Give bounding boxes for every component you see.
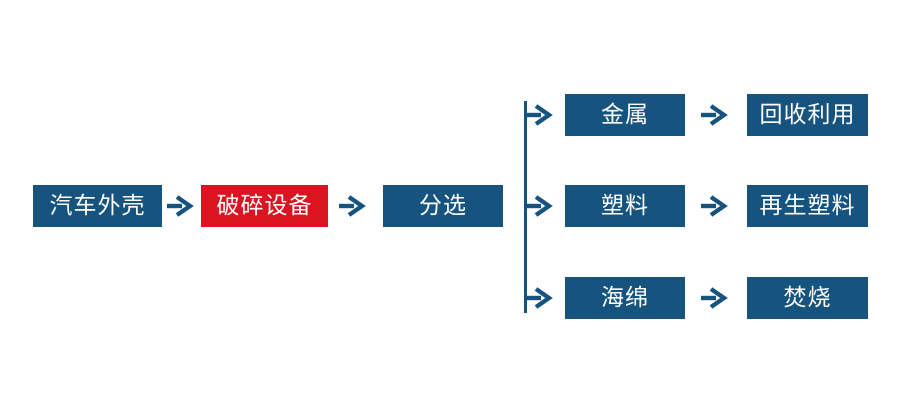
node-plastic: 塑料 — [565, 185, 685, 227]
arrow-right-icon — [701, 287, 728, 309]
arrow-right-icon — [526, 287, 553, 309]
arrow-right-icon — [339, 195, 366, 217]
arrow-right-icon — [701, 104, 728, 126]
node-sorting: 分选 — [383, 185, 503, 227]
node-recycle-reuse: 回收利用 — [747, 94, 868, 136]
arrow-right-icon — [526, 195, 553, 217]
arrow-right-icon — [701, 195, 728, 217]
node-incineration: 焚烧 — [747, 277, 868, 319]
branch-connector-line — [524, 101, 527, 313]
arrow-right-icon — [526, 104, 553, 126]
node-recycled-plastic: 再生塑料 — [747, 185, 868, 227]
node-crusher: 破碎设备 — [201, 185, 328, 227]
node-car-shell: 汽车外壳 — [33, 185, 162, 227]
node-metal: 金属 — [565, 94, 685, 136]
node-sponge: 海绵 — [565, 277, 685, 319]
arrow-right-icon — [167, 195, 194, 217]
